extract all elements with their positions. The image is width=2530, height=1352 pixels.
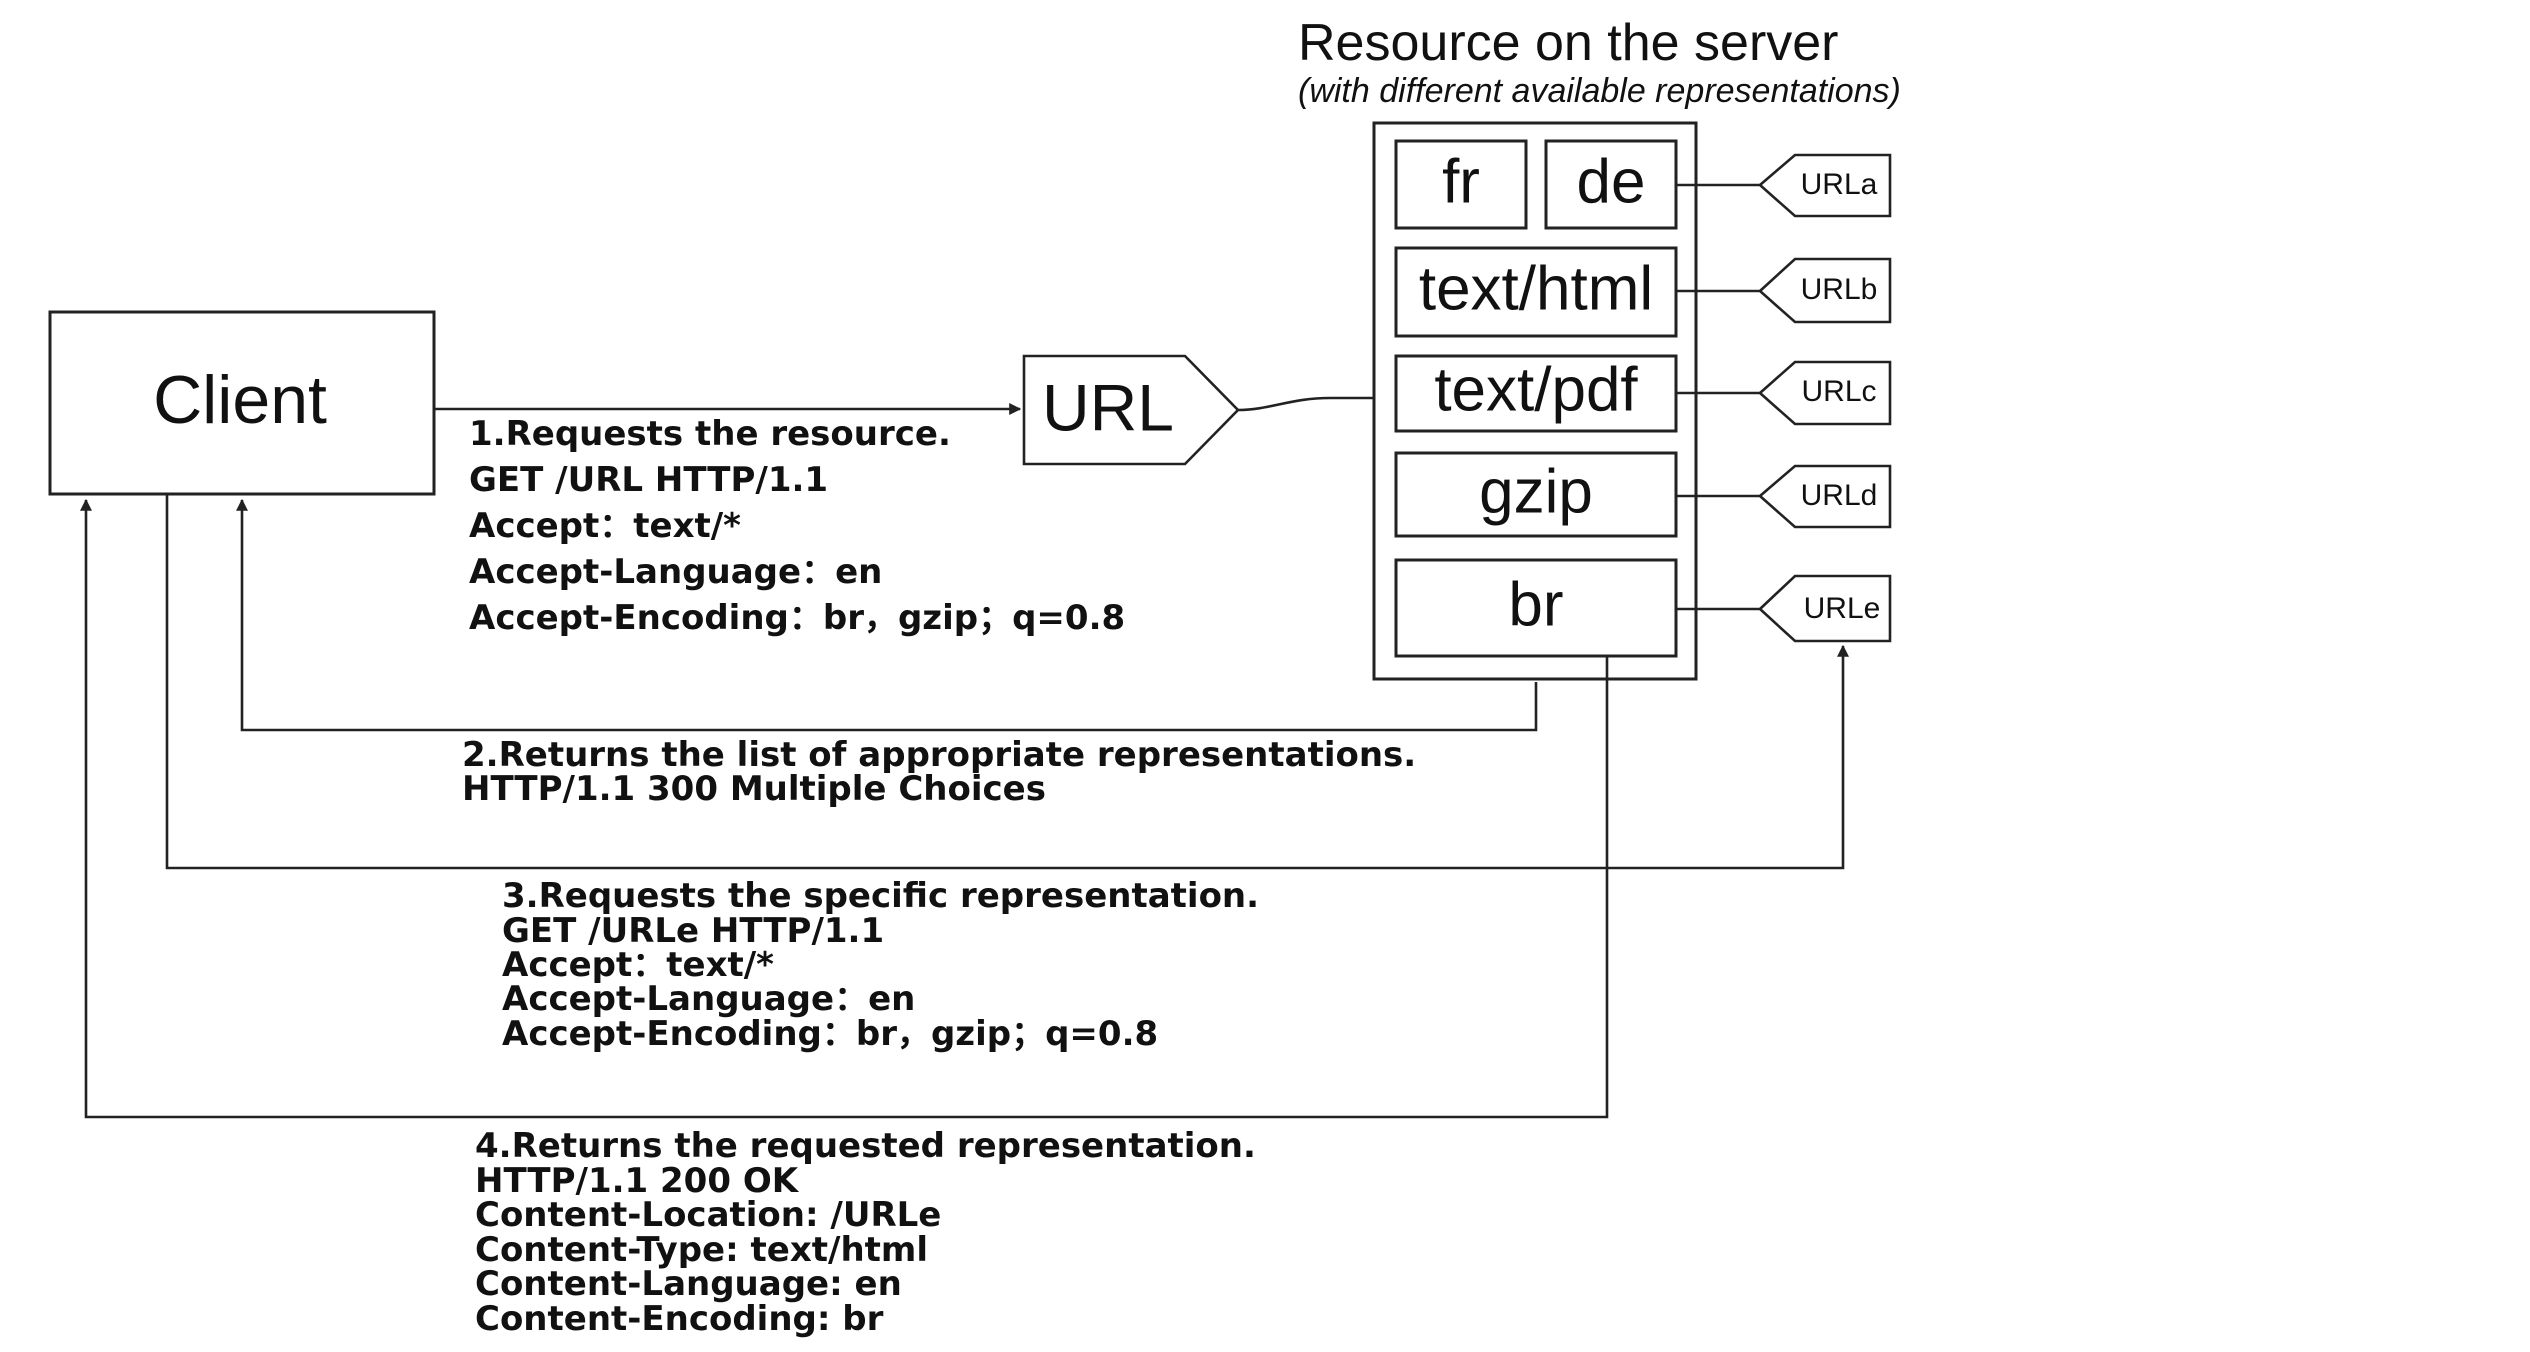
server-title: Resource on the server [1298, 14, 1839, 72]
repr-label-br: br [1508, 570, 1563, 639]
step4-line-1: 4.Returns the requested representation. [475, 1126, 1256, 1166]
step4-message: 4.Returns the requested representation. … [475, 1126, 1256, 1339]
repr-label-fr: fr [1442, 147, 1480, 216]
tag-urld [1758, 464, 1892, 529]
repr-box-fr [1394, 139, 1528, 230]
step1-line-4: Accept-Language：en [469, 552, 882, 592]
step3-line-3: Accept：text/* [502, 945, 774, 985]
client-box [48, 310, 436, 496]
step4-line-6: Content-Encoding: br [475, 1299, 884, 1339]
step1-line-3: Accept：text/* [469, 506, 741, 546]
step1-line-5: Accept-Encoding：br，gzip；q=0.8 [469, 598, 1125, 638]
url-to-server-connector [1237, 396, 1374, 412]
tag-urlc [1758, 360, 1892, 426]
tag-urla [1758, 153, 1892, 218]
arrow-step3-specific-request [165, 494, 1849, 870]
step1-line-2: GET /URL HTTP/1.1 [469, 460, 828, 500]
step3-line-2: GET /URLe HTTP/1.1 [502, 911, 884, 951]
step4-line-4: Content-Type: text/html [475, 1230, 928, 1270]
repr-label-gzip: gzip [1479, 457, 1593, 526]
url-tag-label: URL [1042, 370, 1174, 444]
repr-box-gzip [1394, 451, 1678, 538]
step4-line-3: Content-Location: /URLe [475, 1195, 941, 1235]
step2-line-2: HTTP/1.1 300 Multiple Choices [462, 769, 1046, 809]
tag-urle [1758, 574, 1892, 643]
step1-line-1: 1.Requests the resource. [469, 414, 951, 454]
repr-box-br [1394, 558, 1678, 658]
repr-box-de [1544, 139, 1678, 230]
step2-line-1: 2.Returns the list of appropriate repres… [462, 735, 1416, 775]
tag-urlb [1758, 257, 1892, 324]
arrow-step4-response [80, 498, 1609, 1119]
url-tag [1022, 354, 1240, 466]
tag-label-urle: URLe [1804, 592, 1881, 625]
tag-label-urlb: URLb [1801, 273, 1878, 306]
step3-line-4: Accept-Language：en [502, 979, 915, 1019]
repr-label-de: de [1577, 147, 1646, 216]
repr-label-text-pdf: text/pdf [1434, 355, 1638, 424]
client-label: Client [153, 362, 327, 438]
repr-label-text-html: text/html [1419, 254, 1653, 323]
tag-label-urlc: URLc [1801, 375, 1876, 408]
arrow-step2-list [236, 498, 1538, 732]
step3-message: 3.Requests the specific representation. … [502, 876, 1259, 1054]
step4-line-5: Content-Language: en [475, 1264, 902, 1304]
server-subtitle: (with different available representation… [1298, 72, 1901, 110]
step2-message: 2.Returns the list of appropriate repres… [462, 735, 1416, 809]
step4-line-2: HTTP/1.1 200 OK [475, 1161, 800, 1201]
step3-line-1: 3.Requests the specific representation. [502, 876, 1259, 916]
tag-label-urla: URLa [1801, 168, 1878, 201]
tag-label-urld: URLd [1801, 479, 1878, 512]
repr-box-text-pdf [1394, 354, 1678, 433]
step3-line-5: Accept-Encoding：br，gzip；q=0.8 [502, 1014, 1158, 1054]
step1-message: 1.Requests the resource. GET /URL HTTP/1… [469, 414, 1125, 638]
